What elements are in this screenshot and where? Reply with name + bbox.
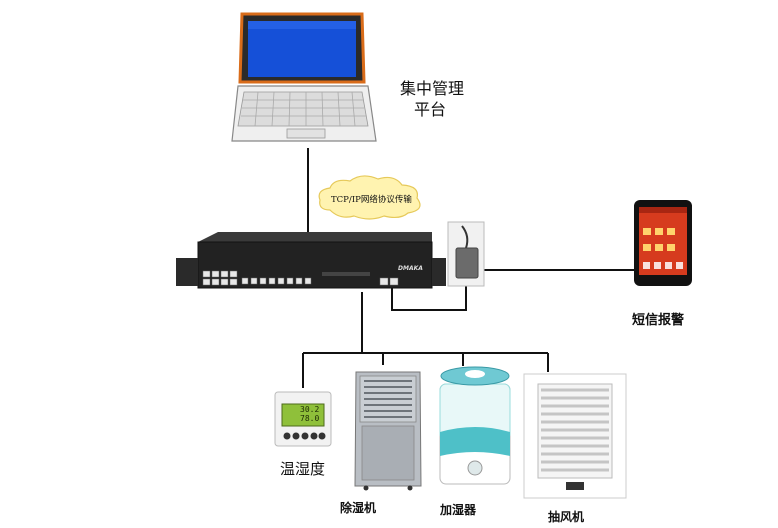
- connection-lines: [302, 148, 640, 388]
- switch-illustration: [176, 232, 446, 289]
- switch-to-modem-cable: [391, 283, 467, 311]
- sms-modem-illustration: [447, 221, 485, 287]
- platform-label-line2: 平台: [414, 100, 447, 119]
- sms-alarm-label: 短信报警: [632, 313, 685, 328]
- thermo-temp-readout: 30.2: [300, 405, 320, 414]
- switch-brand: DMAKA: [398, 265, 423, 272]
- cloud-label: TCP/IP网络协议传输: [331, 195, 412, 205]
- humidifier-label: 加湿器: [440, 503, 477, 517]
- thermo-lcd: [281, 403, 325, 427]
- laptop-illustration: [231, 12, 377, 142]
- fan-label: 抽风机: [548, 510, 585, 524]
- laptop-screen: [248, 21, 356, 77]
- phone-illustration: [634, 200, 692, 286]
- thermo-label: 温湿度: [280, 460, 326, 478]
- thermo-hygrometer-illustration: [274, 391, 332, 447]
- cloud-shape: [318, 175, 421, 220]
- platform-label-line1: 集中管理: [400, 79, 465, 98]
- exhaust-fan-illustration: [523, 373, 627, 499]
- thermo-hum-readout: 78.0: [300, 414, 320, 423]
- dehumidifier-illustration: [354, 371, 422, 491]
- dehumidifier-label: 除湿机: [340, 501, 377, 515]
- humidifier-illustration: [439, 366, 511, 485]
